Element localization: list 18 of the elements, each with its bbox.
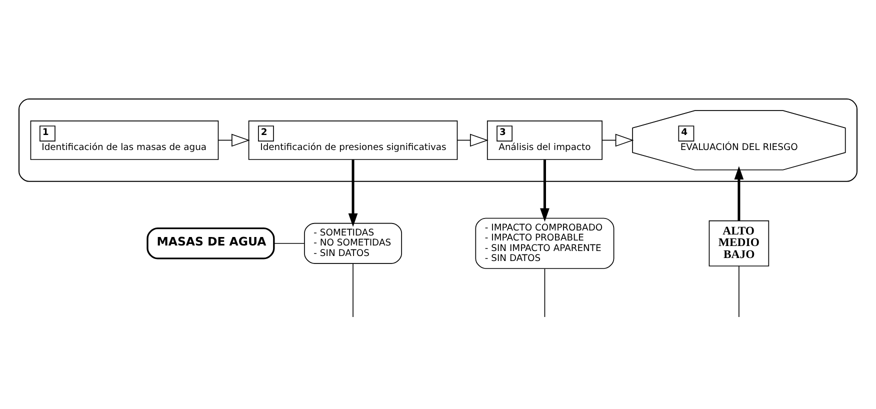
node-box: 2 Identificación de presiones significativas xyxy=(248,120,458,160)
node-box: MASAS DE AGUA xyxy=(146,226,275,259)
connector xyxy=(738,265,740,317)
node-box: - IMPACTO COMPROBADO - IMPACTO PROBABLE - SIN IMPACTO APARENTE - SIN DATOS xyxy=(475,217,614,268)
arrow xyxy=(457,133,488,146)
node-box: - SOMETIDAS - NO SOMETIDAS - SIN DATOS xyxy=(304,222,402,264)
cluster xyxy=(18,98,858,182)
node-box: 3 Análisis del impacto xyxy=(486,120,602,160)
arrow xyxy=(540,159,550,222)
arrow xyxy=(602,133,634,146)
node-box: ALTO MEDIO BAJO xyxy=(708,220,770,266)
connector xyxy=(352,262,354,317)
connector xyxy=(274,242,305,244)
arrow xyxy=(734,166,744,220)
arrow xyxy=(348,159,358,226)
connector xyxy=(544,268,546,317)
node-box: 1 Identificación de las masas de agua xyxy=(30,120,219,160)
arrow xyxy=(218,133,250,146)
